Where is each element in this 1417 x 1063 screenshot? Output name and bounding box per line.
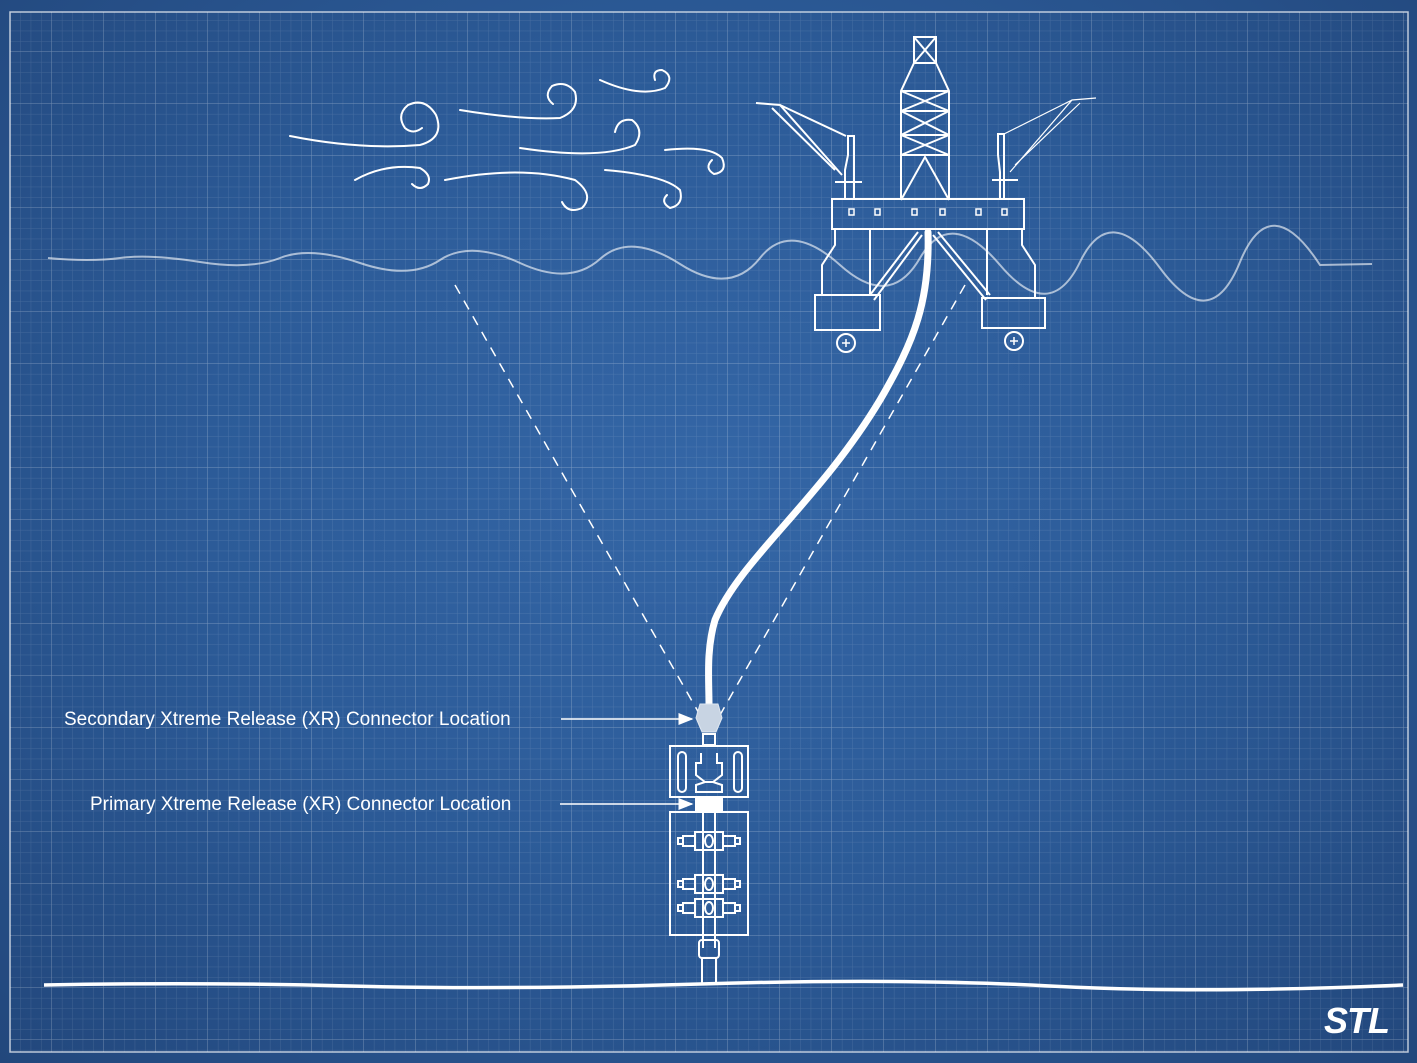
sea-surface-line xyxy=(47,224,1373,302)
semi-submersible-rig xyxy=(755,36,1097,353)
wind-swirls xyxy=(289,68,725,211)
stl-logo: STL xyxy=(1324,1000,1390,1041)
secondary-connector xyxy=(695,703,723,733)
riser-pipe xyxy=(705,228,932,709)
primary-connector-label: Primary Xtreme Release (XR) Connector Lo… xyxy=(90,794,512,815)
frame-border xyxy=(9,11,1409,1053)
secondary-connector-label: Secondary Xtreme Release (XR) Connector … xyxy=(64,709,511,730)
seabed-line xyxy=(43,979,1404,992)
bop-stack xyxy=(669,733,749,985)
